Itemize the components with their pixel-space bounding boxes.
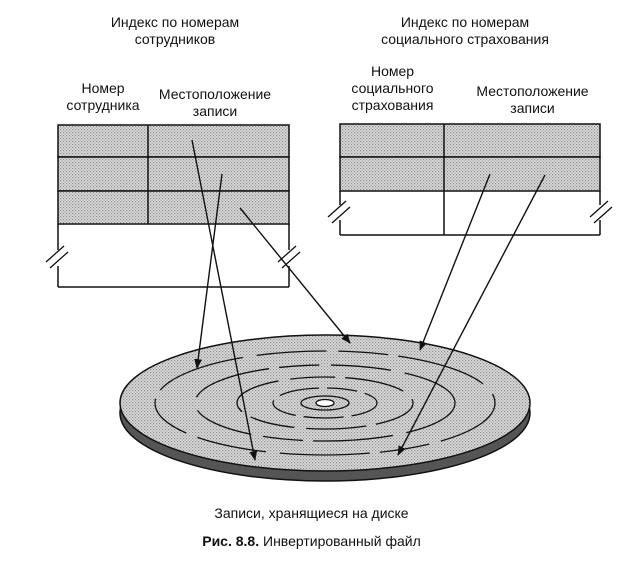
left-break-mark <box>45 245 65 263</box>
right-row-2 <box>339 156 601 192</box>
figure-number: Рис. 8.8. <box>202 533 260 549</box>
arrow-left-3 <box>239 207 351 344</box>
disk-label: Записи, хранящиеся на диске <box>214 505 409 521</box>
right-col1-header: Номер социального страхования <box>351 63 434 113</box>
right-row-1 <box>339 123 601 158</box>
left-index-title: Индекс по номерам сотрудников <box>110 14 240 47</box>
left-row-2 <box>57 156 290 192</box>
left-col1-header: Номер сотрудника <box>66 80 140 113</box>
arrow-left-1 <box>191 139 258 461</box>
disk <box>119 334 531 482</box>
pointer-arrows <box>191 139 546 461</box>
right-break-mark-right <box>589 200 609 218</box>
left-col2-header: Местоположение записи <box>158 86 272 119</box>
arrow-right-1 <box>419 173 491 351</box>
arrow-left-2 <box>194 173 223 369</box>
right-col2-header: Местоположение записи <box>476 83 589 116</box>
right-break-mark <box>327 200 347 218</box>
figure-title: Инвертированный файл <box>263 533 421 549</box>
left-row-1 <box>57 124 290 158</box>
figure-caption: Рис. 8.8. Инвертированный файл <box>0 533 623 549</box>
right-index-table <box>327 123 613 236</box>
left-index-table <box>45 124 301 288</box>
arrow-right-2 <box>397 174 546 456</box>
disk-spindle <box>315 398 335 408</box>
left-row-3 <box>57 190 290 225</box>
left-break-mark-right <box>277 245 297 263</box>
right-index-title: Индекс по номерам социального страховани… <box>381 14 549 47</box>
